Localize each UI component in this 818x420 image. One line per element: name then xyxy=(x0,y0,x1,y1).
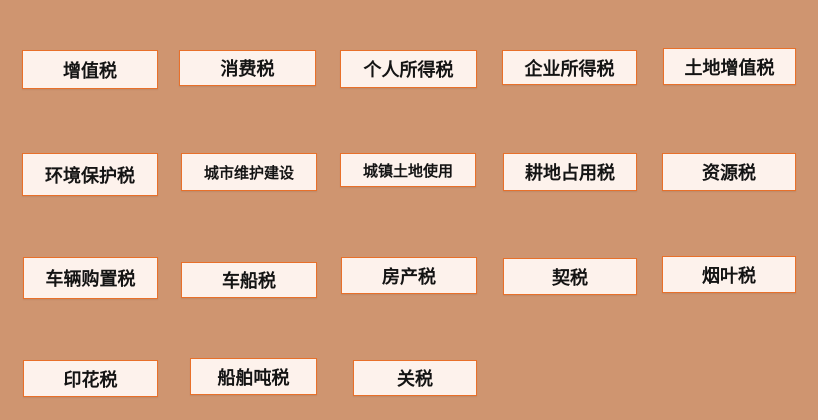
tax-button-vessel-tonnage[interactable]: 船舶吨税 xyxy=(190,358,317,395)
tax-button-consumption[interactable]: 消费税 xyxy=(179,50,316,86)
tax-button-vehicle-purchase[interactable]: 车辆购置税 xyxy=(23,257,158,299)
tax-button-stamp[interactable]: 印花税 xyxy=(23,360,158,397)
tax-button-urban-land-use[interactable]: 城镇土地使用 xyxy=(340,153,476,187)
tax-button-property[interactable]: 房产税 xyxy=(341,257,477,294)
tax-button-corporate-income[interactable]: 企业所得税 xyxy=(502,50,637,85)
tax-button-vat[interactable]: 增值税 xyxy=(22,50,158,89)
tax-button-individual-income[interactable]: 个人所得税 xyxy=(340,50,477,88)
tax-button-vehicle-vessel[interactable]: 车船税 xyxy=(181,262,317,298)
tax-button-farmland-occupation[interactable]: 耕地占用税 xyxy=(503,153,637,191)
tax-button-customs-duty[interactable]: 关税 xyxy=(353,360,477,396)
tax-button-urban-maintenance-construction[interactable]: 城市维护建设 xyxy=(181,153,317,191)
tax-button-tobacco-leaf[interactable]: 烟叶税 xyxy=(662,256,796,293)
tax-button-land-value-added[interactable]: 土地增值税 xyxy=(663,48,796,85)
tax-button-resource[interactable]: 资源税 xyxy=(662,153,796,191)
tax-button-deed[interactable]: 契税 xyxy=(503,258,637,295)
tax-button-environmental-protection[interactable]: 环境保护税 xyxy=(22,153,158,196)
